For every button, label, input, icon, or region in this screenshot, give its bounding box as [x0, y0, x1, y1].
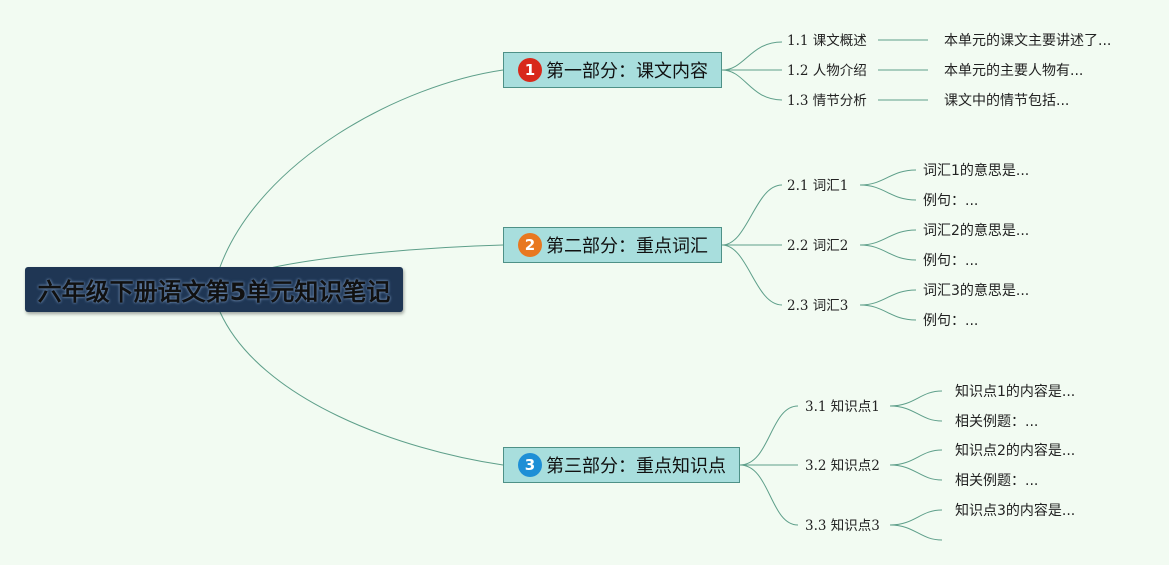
badge-3-icon: 3 — [518, 453, 542, 477]
subtopic-3-1[interactable]: 3.1 知识点1 — [805, 399, 880, 415]
subtopic-1-3[interactable]: 1.3 情节分析 — [787, 93, 867, 109]
subtopic-2-2[interactable]: 2.2 词汇2 — [787, 238, 849, 254]
section-2-title: 第二部分：重点词汇 — [546, 236, 708, 257]
badge-2-icon: 2 — [518, 233, 542, 257]
subtopic-2-1[interactable]: 2.1 词汇1 — [787, 178, 849, 194]
connector-root-s2 — [269, 244, 504, 269]
root-title: 六年级下册语文第5单元知识笔记 — [37, 278, 391, 306]
subtopic-3-3[interactable]: 3.3 知识点3 — [805, 518, 880, 534]
leaf-2-2-b[interactable]: 例句：... — [923, 253, 979, 269]
leaf-3-1-b[interactable]: 相关例题：... — [955, 414, 1039, 430]
connector-root-s1 — [219, 69, 504, 268]
connector-s1-1 — [721, 41, 783, 71]
subtopic-1-2[interactable]: 1.2 人物介绍 — [787, 63, 867, 79]
leaf-2-1-b[interactable]: 例句：... — [923, 193, 979, 209]
leaf-3-2-a[interactable]: 知识点2的内容是... — [955, 443, 1076, 459]
leaf-2-1-a[interactable]: 词汇1的意思是... — [923, 163, 1030, 179]
section-1-topic[interactable]: 1 第一部分：课文内容 — [503, 52, 722, 88]
leaf-2-2-a[interactable]: 词汇2的意思是... — [923, 223, 1030, 239]
section-3-topic[interactable]: 3 第三部分：重点知识点 — [503, 447, 740, 483]
subtopic-3-2[interactable]: 3.2 知识点2 — [805, 458, 880, 474]
root-topic[interactable]: 六年级下册语文第5单元知识笔记 — [25, 267, 403, 312]
subtopic-1-1[interactable]: 1.1 课文概述 — [787, 33, 867, 49]
connector-s1-3 — [721, 69, 783, 101]
detail-1-3[interactable]: 课文中的情节包括... — [944, 93, 1070, 109]
connector-s3-1 — [739, 405, 799, 466]
leaf-3-1-a[interactable]: 知识点1的内容是... — [955, 384, 1076, 400]
section-2-topic[interactable]: 2 第二部分：重点词汇 — [503, 227, 722, 263]
badge-1-icon: 1 — [518, 58, 542, 82]
leaf-2-3-b[interactable]: 例句：... — [923, 313, 979, 329]
section-3-title: 第三部分：重点知识点 — [546, 456, 726, 477]
leaf-2-3-a[interactable]: 词汇3的意思是... — [923, 283, 1030, 299]
connector-root-s3 — [219, 311, 504, 466]
subtopic-2-3[interactable]: 2.3 词汇3 — [787, 298, 849, 314]
connector-s2-3 — [721, 244, 783, 306]
leaf-3-2-b[interactable]: 相关例题：... — [955, 473, 1039, 489]
connector-s3-3 — [739, 464, 799, 526]
connector-s2-1 — [721, 184, 783, 246]
leaf-3-3-a[interactable]: 知识点3的内容是... — [955, 503, 1076, 519]
section-1-title: 第一部分：课文内容 — [546, 61, 708, 82]
detail-1-2[interactable]: 本单元的主要人物有... — [944, 63, 1084, 79]
detail-1-1[interactable]: 本单元的课文主要讲述了... — [944, 33, 1112, 49]
